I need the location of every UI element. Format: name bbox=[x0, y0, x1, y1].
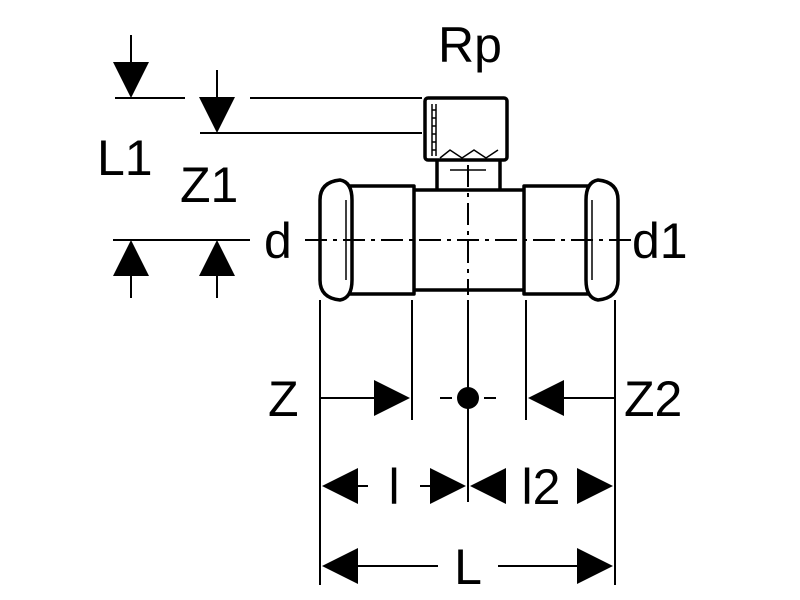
label-rp: Rp bbox=[438, 17, 502, 73]
label-z2: Z2 bbox=[624, 371, 682, 427]
center-point-icon bbox=[457, 387, 479, 409]
arrow-left-icon bbox=[322, 548, 358, 584]
dim-l1 bbox=[113, 35, 149, 298]
dim-total-l bbox=[322, 548, 613, 584]
arrow-left-icon bbox=[322, 468, 358, 504]
threaded-outlet bbox=[423, 96, 509, 162]
arrow-right-icon bbox=[577, 548, 613, 584]
arrow-right-icon bbox=[430, 468, 466, 504]
arrow-up-icon bbox=[113, 240, 149, 276]
arrow-up-icon bbox=[199, 240, 235, 276]
arrow-down-icon bbox=[113, 62, 149, 98]
arrow-right-icon bbox=[374, 380, 410, 416]
label-d: d bbox=[264, 213, 292, 269]
label-l: l bbox=[388, 459, 399, 515]
dim-l-l2 bbox=[322, 468, 613, 504]
tee-fitting bbox=[305, 96, 632, 302]
label-l1: L1 bbox=[97, 130, 153, 186]
label-total-l: L bbox=[454, 539, 482, 595]
label-d1: d1 bbox=[632, 213, 688, 269]
label-l2: l2 bbox=[522, 459, 561, 515]
dimension-labels: Rp L1 Z1 d d1 Z Z2 l l2 L bbox=[97, 17, 688, 595]
arrow-down-icon bbox=[199, 97, 235, 133]
arrow-left-icon bbox=[470, 468, 506, 504]
arrow-right-icon bbox=[577, 468, 613, 504]
dim-z1 bbox=[199, 70, 235, 298]
label-z: Z bbox=[268, 371, 299, 427]
label-z1: Z1 bbox=[180, 157, 238, 213]
arrow-left-icon bbox=[528, 380, 564, 416]
dim-z-z2 bbox=[320, 380, 615, 416]
